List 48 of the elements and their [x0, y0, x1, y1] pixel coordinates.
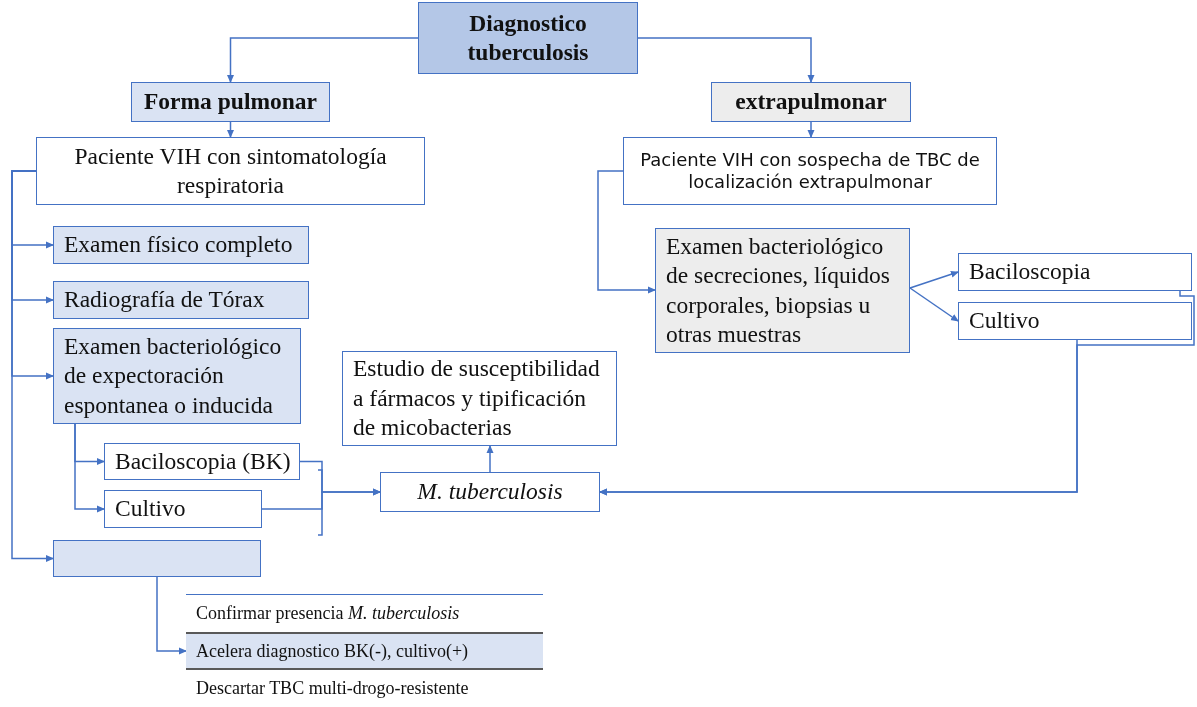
node-text: Forma pulmonar: [144, 87, 317, 117]
process-box: [958, 302, 1192, 340]
arrow: [156, 576, 187, 655]
process-box: [342, 351, 617, 446]
process-box: [36, 137, 425, 205]
process-box: [53, 281, 309, 319]
process-box: [104, 443, 300, 480]
node-text: Acelera diagnostico BK(-), cultivo(+): [196, 639, 469, 663]
process-box: [623, 137, 997, 205]
node-text: Paciente VIH con sintomatología respiratoria: [73, 141, 388, 200]
arrow: [599, 339, 1078, 496]
node-text: Cultivo: [115, 494, 186, 524]
process-box: [958, 253, 1192, 291]
result-box: [380, 472, 600, 512]
table-row: [186, 632, 543, 670]
arrow: [807, 121, 815, 138]
category-box: [711, 82, 911, 122]
node-text: Descartar TBC multi-drogo-resistente: [196, 676, 469, 700]
node-text: Cultivo: [969, 306, 1040, 336]
node-text: Examen físico completo: [64, 230, 293, 260]
arrow: [227, 37, 419, 83]
arrow: [486, 445, 494, 473]
node-text: extrapulmonar: [735, 87, 887, 117]
category-box: [131, 82, 330, 122]
node-text: Estudio de susceptibilidad a fármacos y tipificación de micobacterias: [353, 354, 601, 443]
node-text: Baciloscopia (BK): [115, 446, 291, 476]
title-box: [418, 2, 638, 74]
arrow: [597, 170, 656, 294]
node-text: Paciente VIH con sospecha de TBC de localización extrapulmonar: [639, 148, 981, 194]
process-box: [53, 328, 301, 424]
arrow: [227, 121, 234, 138]
node-text: M. tuberculosis: [417, 477, 563, 507]
node-text: Baciloscopia: [969, 257, 1091, 287]
node-text: Diagnostico tuberculosis: [466, 8, 590, 67]
arrow: [637, 37, 815, 83]
arrow: [909, 287, 959, 322]
arrow: [261, 488, 381, 510]
node-text: Examen bacteriológico de secreciones, líquidos corporales, biopsias u otras muestras: [666, 231, 891, 349]
process-box: [104, 490, 262, 528]
process-box: [655, 228, 910, 353]
arrow: [11, 170, 54, 562]
process-box: [53, 540, 261, 577]
node-text: Radiografía de Tórax: [64, 285, 265, 315]
arrow: [74, 423, 105, 513]
process-box: [53, 226, 309, 264]
node-text: Examen bacteriológico de expectoración espontanea o inducida: [64, 331, 283, 420]
node-text: Confirmar presencia M. tuberculosis: [196, 602, 460, 625]
arrow: [909, 270, 959, 289]
